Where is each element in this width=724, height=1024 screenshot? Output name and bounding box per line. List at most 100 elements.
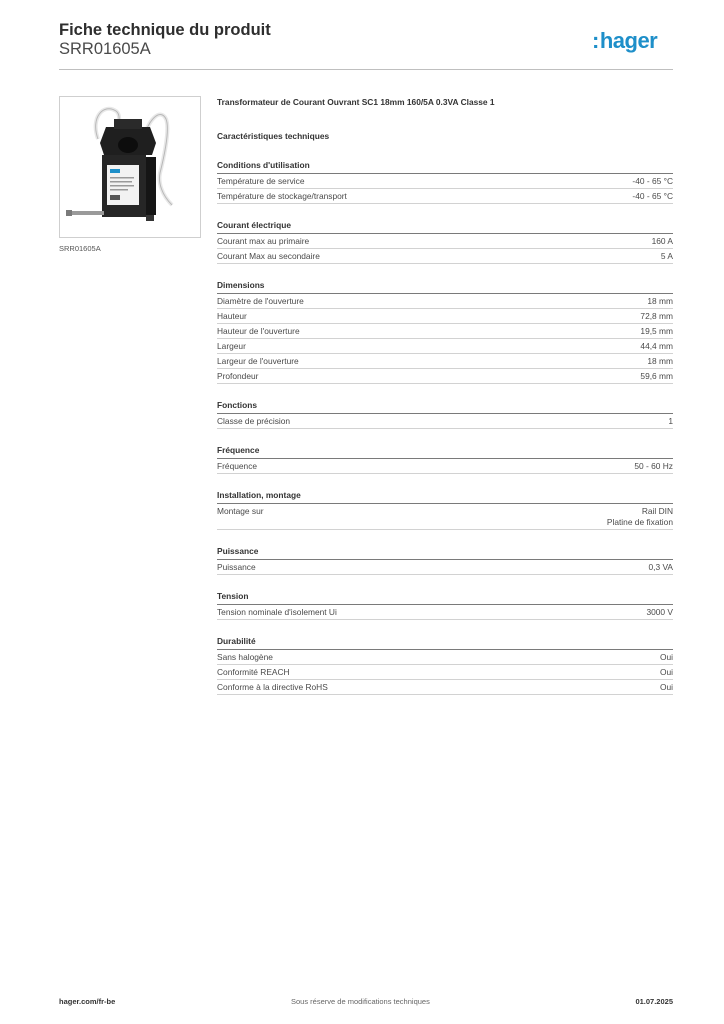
spec-value-line: Oui	[659, 666, 673, 677]
spec-value-line: 72,8 mm	[640, 311, 673, 321]
spec-row: Diamètre de l'ouverture 18 mm	[217, 294, 673, 309]
spec-value: 19,5 mm	[640, 326, 673, 337]
spec-label: Courant Max au secondaire	[217, 251, 320, 261]
spec-value: 0,3 VA	[648, 562, 673, 573]
spec-value: Oui	[660, 667, 673, 678]
spec-value-line: Oui	[659, 651, 673, 662]
spec-group-title: Conditions d'utilisation	[217, 160, 673, 174]
spec-group-title: Fonctions	[217, 400, 673, 414]
spec-row: Conformité REACH Oui	[217, 665, 673, 680]
spec-value: Oui	[660, 682, 673, 693]
spec-label: Hauteur	[217, 311, 247, 321]
spec-value: 18 mm	[647, 296, 673, 307]
spec-value: 160 A	[652, 236, 673, 247]
spec-value: 18 mm	[647, 356, 673, 367]
spec-value-line: 5 A	[660, 251, 673, 261]
footer-disclaimer: Sous réserve de modifications techniques	[291, 997, 430, 1006]
spec-value-line: Oui	[659, 681, 673, 692]
spec-group-title: Fréquence	[217, 445, 673, 459]
spec-label: Largeur	[217, 341, 246, 351]
spec-row: Température de stockage/transport -40 - 6…	[217, 189, 673, 204]
spec-label: Profondeur	[217, 371, 259, 381]
header-divider	[59, 69, 673, 70]
section-title: Caractéristiques techniques	[217, 131, 330, 141]
spec-label: Classe de précision	[217, 416, 291, 426]
spec-value-line: 19,5 mm	[640, 326, 673, 336]
spec-value-line: -40 - 65 °C	[632, 191, 673, 201]
spec-group-title: Installation, montage	[217, 490, 673, 504]
spec-group-title: Courant électrique	[217, 220, 673, 234]
spec-row: Température de service -40 - 65 °C	[217, 174, 673, 189]
logo-text: hager	[599, 28, 658, 53]
spec-label: Tension nominale d'isolement Ui	[217, 606, 337, 617]
spec-value: 1	[668, 416, 673, 427]
spec-value: 72,8 mm	[640, 311, 673, 322]
spec-label: Montage sur	[217, 506, 264, 516]
spec-label: Sans halogène	[217, 651, 273, 662]
spec-row: Conforme à la directive RoHS Oui	[217, 680, 673, 695]
spec-group-title: Durabilité	[217, 636, 673, 650]
spec-row: Largeur 44,4 mm	[217, 339, 673, 354]
spec-value: -40 - 65 °C	[632, 176, 673, 187]
spec-content: Transformateur de Courant Ouvrant SC1 18…	[217, 97, 673, 695]
footer-date: 01.07.2025	[635, 997, 673, 1006]
spec-value-line: 59,6 mm	[640, 371, 673, 381]
spec-value-line: 18 mm	[647, 296, 673, 306]
spec-group-title: Dimensions	[217, 280, 673, 294]
spec-value-line: 1	[668, 416, 673, 426]
hager-logo: :hager	[592, 28, 658, 54]
spec-value-line: 44,4 mm	[640, 341, 673, 351]
spec-row: Hauteur de l'ouverture 19,5 mm	[217, 324, 673, 339]
spec-value-line: 0,3 VA	[648, 561, 673, 572]
spec-row: Puissance 0,3 VA	[217, 560, 673, 575]
spec-row: Tension nominale d'isolement Ui 3000 V	[217, 605, 673, 620]
product-reference: SRR01605A	[59, 40, 151, 58]
image-caption: SRR01605A	[59, 244, 101, 253]
spec-row: Courant Max au secondaire 5 A	[217, 249, 673, 264]
page-header: Fiche technique du produit SRR01605A	[59, 20, 271, 59]
spec-row: Hauteur 72,8 mm	[217, 309, 673, 324]
spec-value: -40 - 65 °C	[632, 191, 673, 202]
spec-label: Fréquence	[217, 461, 258, 471]
current-transformer-illustration	[66, 106, 174, 221]
spec-label: Diamètre de l'ouverture	[217, 296, 304, 306]
spec-value: 59,6 mm	[640, 371, 673, 382]
spec-value: Oui	[660, 652, 673, 663]
spec-label: Puissance	[217, 561, 256, 572]
product-image	[59, 96, 201, 238]
spec-group-title: Tension	[217, 591, 673, 605]
spec-label: Conforme à la directive RoHS	[217, 681, 328, 692]
spec-label: Hauteur de l'ouverture	[217, 326, 300, 336]
spec-value-line: 3000 V	[646, 606, 673, 617]
spec-value: 44,4 mm	[640, 341, 673, 352]
spec-value: 50 - 60 Hz	[634, 461, 673, 472]
spec-row: Fréquence 50 - 60 Hz	[217, 459, 673, 474]
spec-value: 3000 V	[646, 607, 673, 618]
spec-value-line: 18 mm	[647, 356, 673, 366]
footer-website: hager.com/fr-be	[59, 997, 116, 1006]
spec-value-line: Platine de fixation	[606, 516, 673, 527]
spec-value: 5 A	[661, 251, 673, 262]
spec-group-title: Puissance	[217, 546, 673, 560]
spec-value-line: 160 A	[651, 236, 673, 246]
spec-row: Sans halogène Oui	[217, 650, 673, 665]
spec-row: Profondeur 59,6 mm	[217, 369, 673, 384]
spec-value-line: 50 - 60 Hz	[634, 461, 673, 471]
spec-value-line: -40 - 65 °C	[632, 176, 673, 186]
spec-label: Conformité REACH	[217, 666, 290, 677]
spec-label: Température de stockage/transport	[217, 191, 347, 201]
spec-row: Classe de précision 1	[217, 414, 673, 429]
spec-label: Température de service	[217, 176, 305, 186]
